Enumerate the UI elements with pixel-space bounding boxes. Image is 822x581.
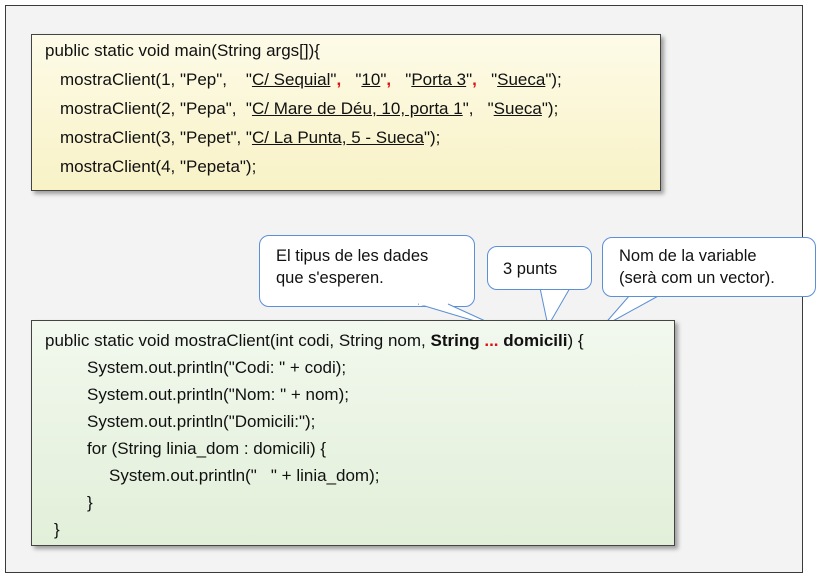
call-line-3: mostraClient(3, "Pepet", "C/ La Punta, 5… <box>60 128 441 147</box>
callout-data-types-line-1: El tipus de les dades <box>276 247 429 265</box>
body-line-2: System.out.println("Nom: " + nom); <box>87 385 349 404</box>
body-line-4: for (String linia_dom : domicili) { <box>87 439 327 458</box>
callout-variable-name-line-1: Nom de la variable <box>619 247 757 265</box>
body-line-5: System.out.println(" " + linia_dom); <box>109 466 380 485</box>
callout-three-dots: 3 punts <box>487 246 592 290</box>
callout-variable-name: Nom de la variable (serà com un vector). <box>602 237 816 297</box>
mostra-client-method-code: public static void mostraClient(int codi… <box>31 320 675 546</box>
callout-data-types: El tipus de les dades que s'esperen. <box>259 235 475 307</box>
main-method-code: public static void main(String args[]){ … <box>31 34 661 191</box>
call-line-1: mostraClient(1, "Pep", "C/ Sequial", "10… <box>60 70 562 89</box>
body-line-7: } <box>54 520 60 539</box>
main-signature: public static void main(String args[]){ <box>45 41 320 60</box>
body-line-1: System.out.println("Codi: " + codi); <box>87 358 347 377</box>
callout-three-dots-text: 3 punts <box>503 260 558 278</box>
callout-variable-name-line-2: (serà com un vector). <box>619 269 775 287</box>
body-line-3: System.out.println("Domicili:"); <box>87 412 316 431</box>
body-line-6: } <box>87 493 93 512</box>
method-signature: public static void mostraClient(int codi… <box>45 331 584 350</box>
callout-data-types-line-2: que s'esperen. <box>276 269 384 287</box>
call-line-4: mostraClient(4, "Pepeta"); <box>60 157 257 176</box>
call-line-2: mostraClient(2, "Pepa", "C/ Mare de Déu,… <box>60 99 559 118</box>
